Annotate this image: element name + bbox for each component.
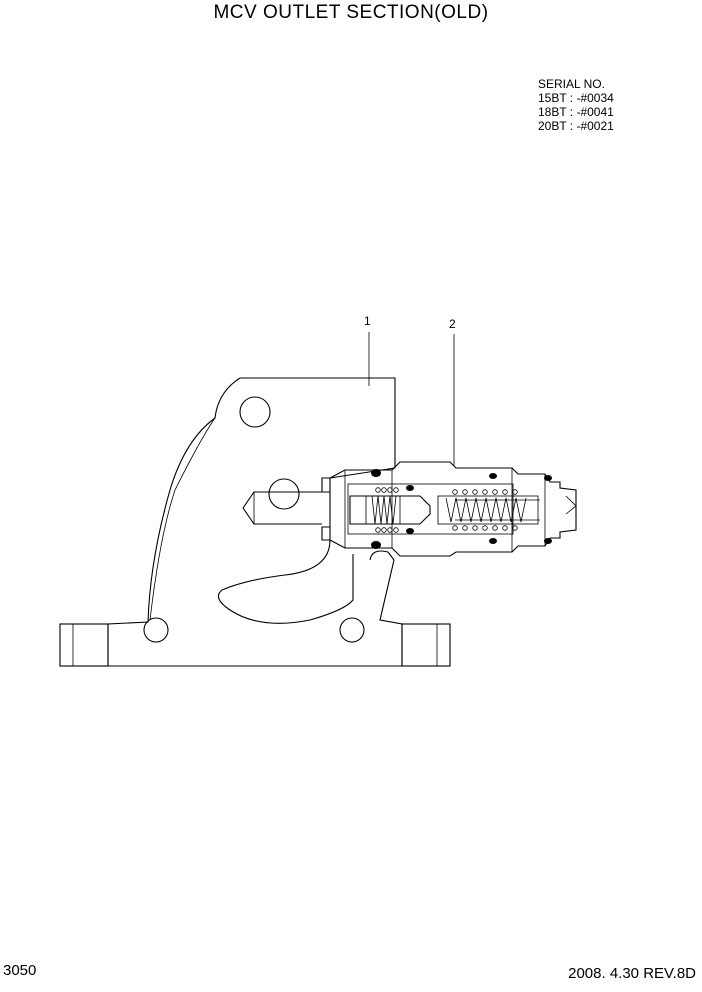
- relief-valve-cartridge: [329, 461, 577, 557]
- serial-number-block: SERIAL NO. 15BT : -#0034 18BT : -#0041 2…: [538, 77, 614, 133]
- serial-line: 18BT : -#0041: [538, 105, 614, 119]
- revision-date: 2008. 4.30 REV.8D: [568, 965, 696, 982]
- o-ring-seals: [371, 469, 552, 549]
- callout-2: 2: [449, 317, 456, 331]
- drawing-title: MCV OUTLET SECTION(OLD): [213, 2, 489, 23]
- page-number: 3050: [3, 962, 37, 979]
- serial-line: 20BT : -#0021: [538, 119, 614, 133]
- mcv-housing: [59, 377, 451, 667]
- serial-line: 15BT : -#0034: [538, 91, 614, 105]
- callout-1: 1: [364, 314, 371, 328]
- serial-heading: SERIAL NO.: [538, 77, 605, 91]
